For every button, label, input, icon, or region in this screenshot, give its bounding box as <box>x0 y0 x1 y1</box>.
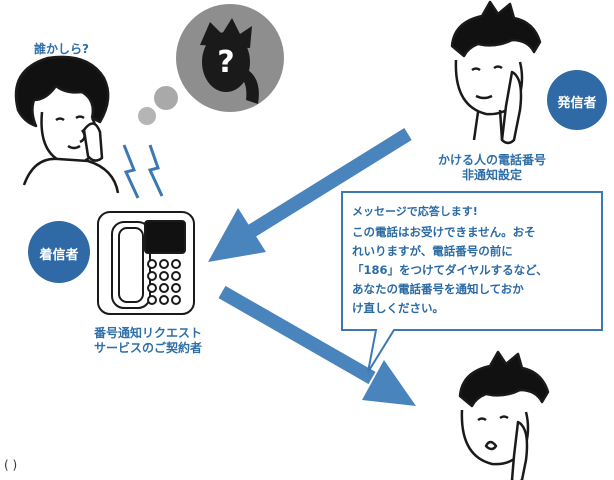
message-line: 「186」をつけてダイヤルするなど、 <box>352 263 548 277</box>
caller-setting-line-1: かける人の電話番号 <box>437 153 546 167</box>
corner-mark: ( ) <box>4 458 18 472</box>
message-title: メッセージで応答します! <box>352 205 478 218</box>
caller-man-icon <box>450 0 542 145</box>
caller-setting-line-2: 非通知設定 <box>461 168 522 182</box>
receiving-man-icon <box>458 350 550 480</box>
thought-bubble-icon <box>138 4 284 125</box>
subscriber-line-1: 番号通知リクエスト <box>93 326 202 340</box>
caller-badge <box>547 70 607 130</box>
who-thought-label: 誰かしら? <box>34 42 89 56</box>
arrow-to-phone <box>208 128 412 262</box>
receiver-badge-label: 着信者 <box>39 248 79 263</box>
message-line: この電話はお受けできません。おそ <box>352 225 536 239</box>
caller-badge-label: 発信者 <box>557 96 597 111</box>
message-line: れいりますが、電話番号の前に <box>352 244 513 258</box>
message-text: メッセージで応答します! この電話はお受けできません。おそ れいりますが、電話番… <box>352 202 594 318</box>
message-line: け直しください。 <box>352 301 444 315</box>
receiver-badge <box>28 221 90 283</box>
arrow-to-receiver <box>218 285 416 406</box>
message-line: あなたの電話番号を通知しておか <box>352 282 524 296</box>
speech-bubble <box>341 191 603 373</box>
caller-setting-label: かける人の電話番号 非通知設定 <box>406 153 578 183</box>
woman-icon <box>14 55 120 194</box>
telephone-icon <box>97 211 195 315</box>
mystery-mark: ? <box>217 45 234 80</box>
subscriber-label: 番号通知リクエスト サービスのご契約者 <box>74 326 222 356</box>
lightning-icon <box>122 144 164 199</box>
subscriber-line-2: サービスのご契約者 <box>93 341 202 355</box>
